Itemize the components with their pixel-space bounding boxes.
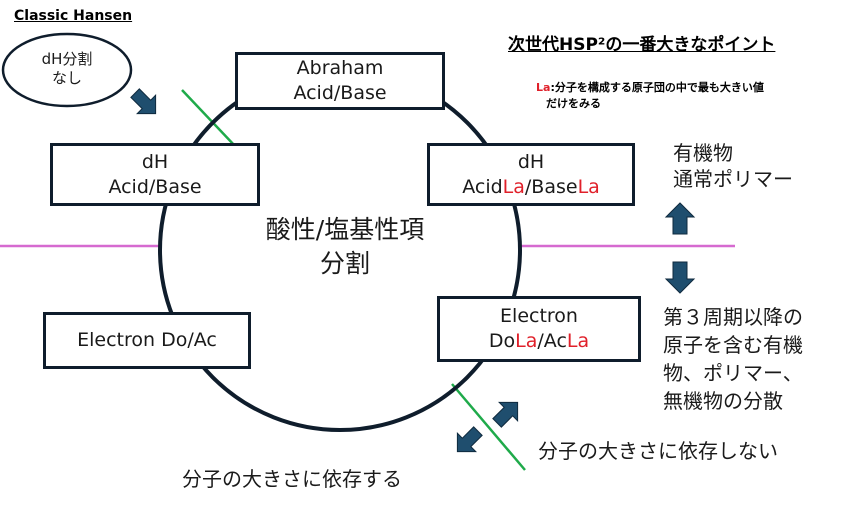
divider-green-bottom	[451, 383, 526, 471]
bubble-line2: なし	[51, 69, 82, 87]
period3-line3: 物、ポリマー、	[663, 361, 803, 385]
center-label-line1: 酸性/塩基性項	[265, 215, 425, 244]
abraham-box-line1: Abraham	[296, 57, 384, 79]
dh-next-line2: AcidLa/BaseLa	[462, 175, 600, 200]
la-note-line1: :分子を構成する原子団の中で最も大きい値	[550, 81, 764, 94]
center-label-line2: 分割	[319, 249, 370, 278]
size-independent-label: 分子の大きさに依存しない	[538, 439, 778, 463]
la-note: La:分子を構成する原子団の中で最も大きい値 だけをみる	[536, 80, 764, 112]
dh-classic-box: dH Acid/Base	[50, 143, 260, 206]
dh-next-line1: dH	[517, 150, 545, 173]
dh-next-la-1: La	[502, 175, 525, 198]
period3-label: 第３周期以降の 原子を含む有機 物、ポリマー、 無機物の分散	[663, 303, 803, 415]
headline: 次世代HSP²の一番大きなポイント	[508, 35, 776, 55]
bubble-text: dH分割 なし	[0, 50, 134, 88]
diagonal-arrow-icon	[456, 426, 483, 453]
dh-next-base: /Base	[524, 175, 578, 198]
abraham-box: Abraham Acid/Base	[235, 52, 445, 110]
period3-line4: 無機物の分散	[663, 389, 783, 413]
period3-line2: 原子を含む有機	[663, 333, 803, 357]
dh-next-acid: Acid	[462, 175, 503, 198]
bubble-line1: dH分割	[41, 50, 93, 68]
electron-next-ac: /Ac	[537, 330, 567, 352]
dh-next-box: dH AcidLa/BaseLa	[427, 143, 635, 206]
center-label: 酸性/塩基性項 分割	[230, 213, 460, 281]
abraham-box-line2: Acid/Base	[293, 82, 387, 104]
electron-next-line2: DoLa/AcLa	[489, 329, 589, 354]
organic-line2: 通常ポリマー	[673, 167, 793, 191]
organic-line1: 有機物	[673, 141, 733, 165]
electron-classic-box: Electron Do/Ac	[43, 312, 251, 369]
electron-next-la-2: La	[566, 330, 590, 352]
dh-classic-line1: dH	[141, 150, 169, 173]
electron-classic-line1: Electron Do/Ac	[77, 329, 217, 351]
divider-green-top	[181, 89, 236, 147]
dh-classic-line2: Acid/Base	[108, 175, 202, 198]
la-note-prefix: La	[536, 81, 551, 94]
arrow-down-icon	[664, 261, 696, 294]
electron-next-do: Do	[488, 330, 516, 352]
diagonal-arrow-icon	[492, 401, 519, 428]
electron-next-la-1: La	[515, 330, 538, 352]
organic-label: 有機物 通常ポリマー	[673, 140, 793, 192]
electron-next-box: Electron DoLa/AcLa	[437, 296, 641, 362]
classic-hansen-title: Classic Hansen	[14, 8, 133, 24]
diagonal-arrow-icon	[130, 88, 157, 115]
electron-next-line1: Electron	[500, 305, 578, 327]
period3-line1: 第３周期以降の	[663, 305, 803, 329]
arrow-up-icon	[664, 202, 696, 235]
size-dependent-label: 分子の大きさに依存する	[182, 467, 402, 491]
bubble-ellipse	[1, 32, 133, 108]
dh-next-la-2: La	[577, 175, 600, 198]
la-note-line2: だけをみる	[546, 97, 601, 110]
